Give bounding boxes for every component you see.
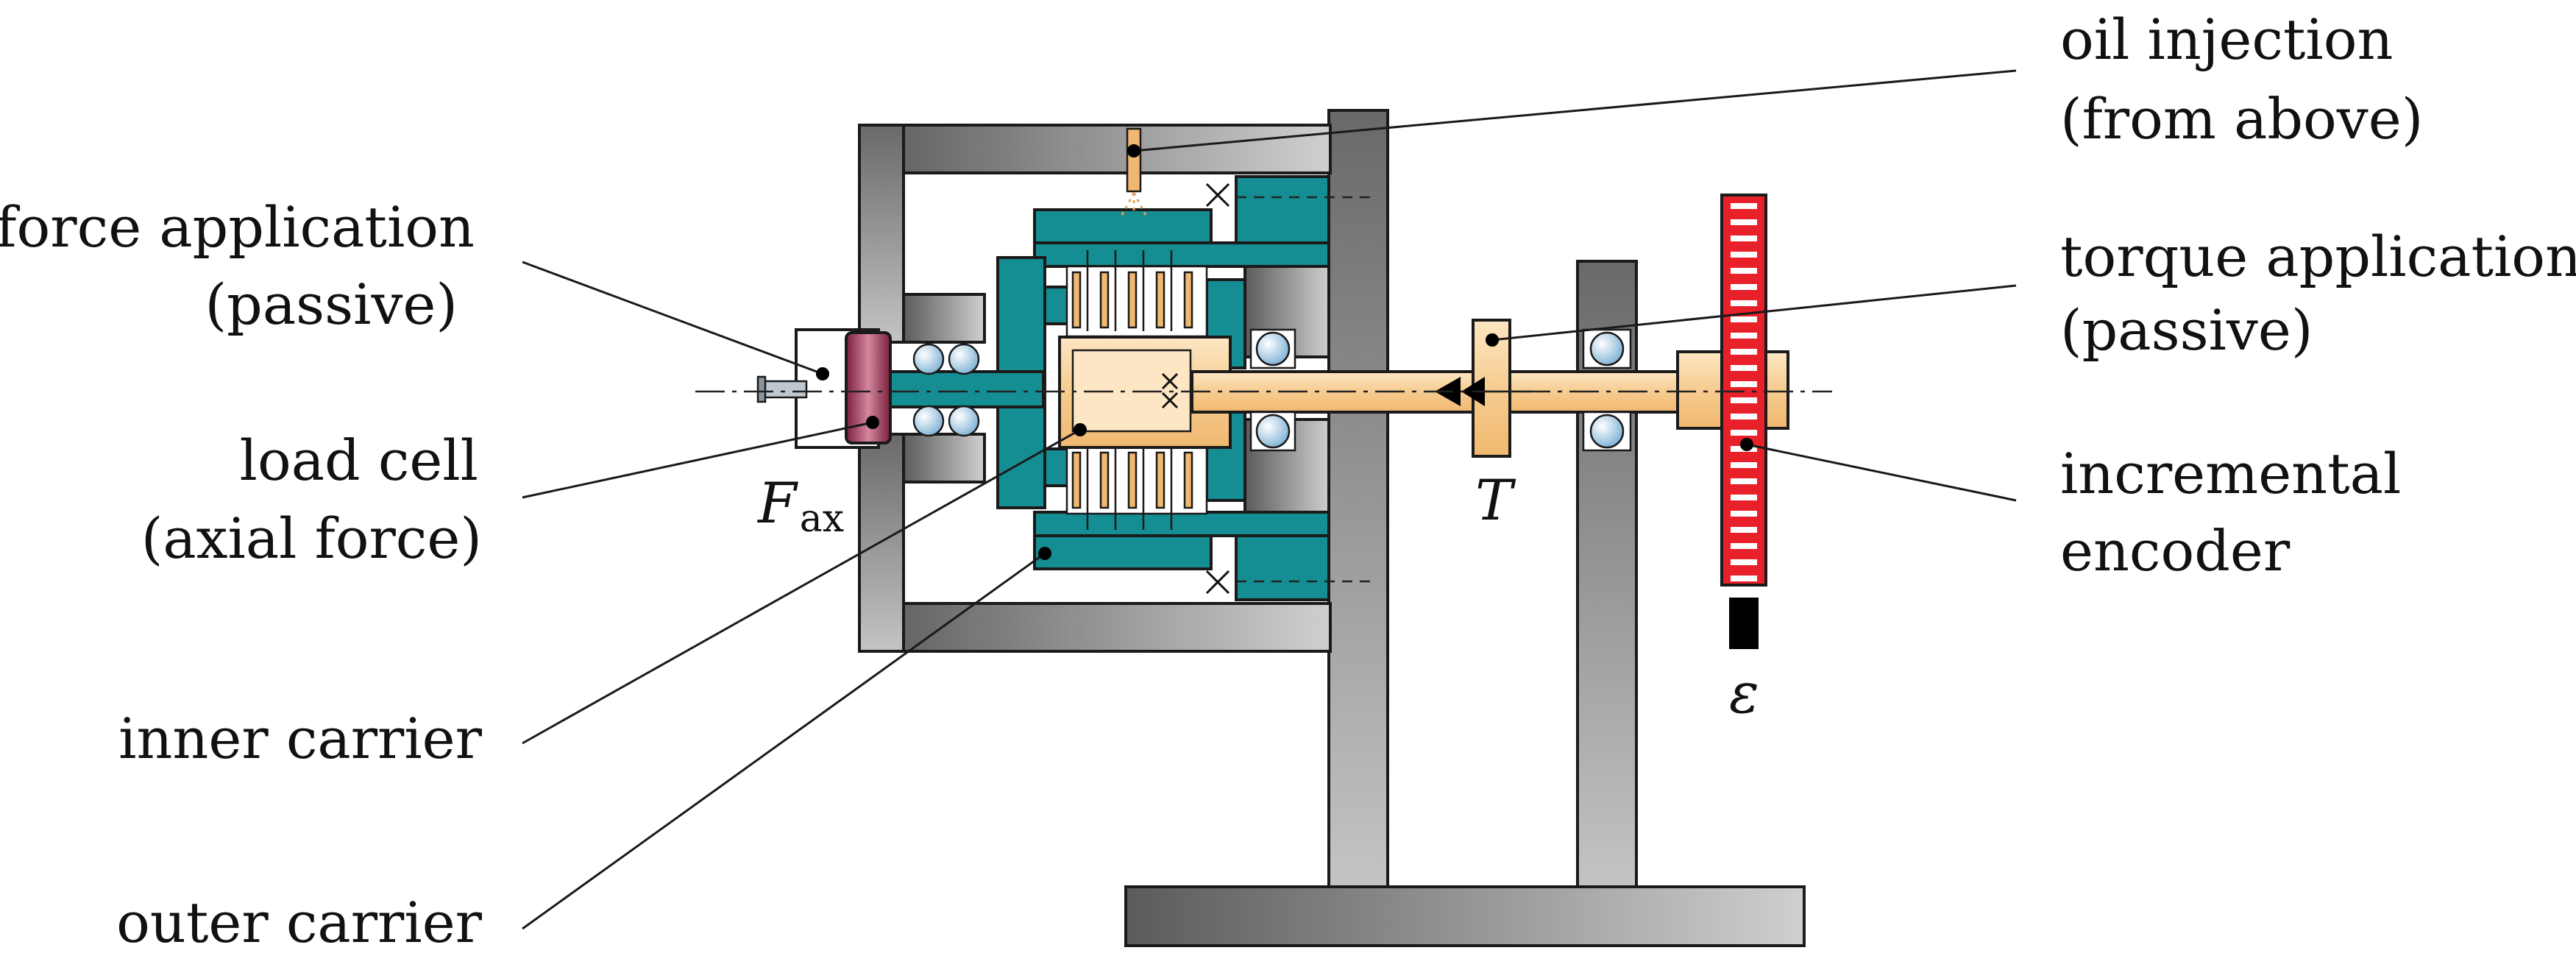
oil-injection-nozzle	[1126, 127, 1142, 193]
label-inner-carrier: inner carrier	[118, 706, 482, 771]
label-incremental-encoder-line2: encoder	[2060, 518, 2291, 584]
force-pin-head	[756, 375, 767, 403]
load-cell	[845, 331, 892, 444]
encoder-sensor	[1729, 598, 1759, 649]
symbol-encoder-angle: ε	[1729, 660, 1759, 726]
outer-carrier-bottom-hub	[1235, 528, 1330, 601]
ball-bearings	[912, 328, 1632, 452]
housing-hub-lower	[902, 433, 986, 484]
leader-lines	[522, 69, 2017, 930]
housing-left-lower	[858, 433, 905, 653]
housing-left-upper	[858, 124, 905, 344]
encoder-slots	[1731, 203, 1757, 581]
label-torque-application-line1: torque application	[2060, 224, 2576, 289]
clutch-disc-pack	[1065, 250, 1208, 530]
label-oil-injection-line2: (from above)	[2060, 86, 2423, 152]
label-load-cell-line2: (axial force)	[141, 506, 482, 571]
outer-carrier-top-hub	[1235, 175, 1330, 248]
symbol-torque: T	[1475, 467, 1516, 533]
symbol-axial-force: Fax	[756, 470, 844, 541]
label-oil-injection-line1: oil injection	[2060, 7, 2393, 72]
label-load-cell-line1: load cell	[240, 428, 478, 493]
label-force-application-line1: force application	[0, 194, 475, 260]
label-incremental-encoder-line1: incremental	[2060, 441, 2401, 506]
housing-hub-upper	[902, 293, 986, 344]
housing-bottom-bar	[858, 602, 1332, 653]
label-outer-carrier: outer carrier	[116, 890, 483, 955]
base-plate	[1124, 885, 1806, 947]
label-force-application-line2: (passive)	[205, 272, 458, 337]
label-torque-application-line2: (passive)	[2060, 297, 2313, 363]
force-pin	[761, 380, 808, 399]
outer-carrier-bottom-flange	[1033, 534, 1213, 570]
outer-carrier-bottom-sleeve	[1033, 511, 1330, 537]
outer-carrier-top-sleeve	[1033, 241, 1330, 268]
housing-top-bar	[858, 124, 1332, 174]
cross-markers	[1161, 183, 1230, 595]
main-support-column	[1327, 109, 1389, 888]
outer-carrier-top-flange	[1033, 208, 1213, 244]
encoder-disc	[1720, 194, 1767, 587]
